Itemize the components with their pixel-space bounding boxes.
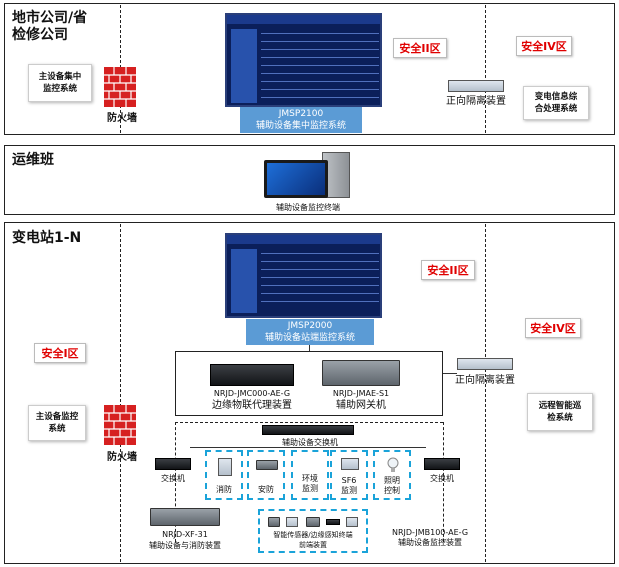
top-platform-screenshot [225, 13, 382, 107]
bottom-zone-ii-label: 安全II区 [421, 260, 475, 280]
right-switch-icon [424, 458, 460, 470]
sensors-box: 智能传感器/边缘感知终端 前端装置 [258, 509, 368, 553]
fire-alarm-host-icon [150, 508, 220, 526]
fire-alarm-host-name: 辅助设备与消防装置 [149, 541, 221, 550]
top-main-monitor-system: 主设备集中 监控系统 [28, 64, 92, 102]
top-zone-ii-label: 安全II区 [393, 38, 447, 58]
firewall-label-top: 防火墙 [107, 113, 137, 124]
gateway-to-isolation-link [443, 373, 457, 374]
aux-monitor-device-label: NRJD-JMB100-AE-G 辅助设备监控装置 [391, 528, 469, 547]
subsystem-sf6: SF6 监测 [330, 450, 368, 500]
lightbulb-icon [387, 457, 399, 472]
gateway-device-icon [322, 360, 400, 386]
platform-to-devices-link [309, 345, 310, 351]
aux-switch-label: 辅助设备交换机 [282, 438, 338, 447]
bottom-platform-screenshot [225, 233, 382, 318]
subsystem-env-label: 环境 监测 [302, 474, 318, 493]
bottom-isolation-device-label: 正向隔离装置 [455, 375, 515, 386]
left-switch-label: 交换机 [161, 474, 185, 483]
top-platform-caption: JMSP2100 辅助设备集中监控系统 [240, 107, 362, 133]
bottom-platform-caption: JMSP2000 辅助设备站端监控系统 [246, 319, 374, 345]
bottom-panel-title: 变电站1-N [12, 230, 82, 246]
top-info-system: 变电信息综 合处理系统 [523, 86, 589, 120]
bottom-main-monitor-system: 主设备监控 系统 [28, 405, 86, 441]
left-switch-icon [155, 458, 191, 470]
subsystem-fire: 消防 [205, 450, 243, 500]
switch-bus [190, 447, 426, 448]
bottom-zone-i-label: 安全I区 [34, 343, 86, 363]
sensors-label: 智能传感器/边缘感知终端 前端装置 [273, 531, 353, 549]
top-panel-title: 地市公司/省 检修公司 [12, 10, 88, 43]
bottom-platform-name: 辅助设备站端监控系统 [264, 333, 355, 343]
top-platform-code: JMSP2100 [278, 109, 324, 119]
subsystem-light: 照明 控制 [373, 450, 411, 500]
subsystem-env: 环境 监测 [291, 450, 329, 500]
right-switch-label: 交换机 [430, 474, 454, 483]
firewall-label-bottom: 防火墙 [107, 452, 137, 463]
subsystem-light-label: 照明 控制 [384, 476, 400, 495]
gateway-model: NRJD-JMAE-S1 [332, 389, 390, 398]
bottom-platform-code: JMSP2000 [287, 321, 333, 331]
subsystem-fire-label: 消防 [216, 485, 232, 494]
iot-proxy-name: 边缘物联代理装置 [212, 400, 292, 411]
bottom-zone-divider-right [485, 224, 486, 562]
bottom-isolation-device-icon [457, 358, 513, 370]
bottom-zone-iv-label: 安全IV区 [525, 318, 581, 338]
top-platform-name: 辅助设备集中监控系统 [255, 121, 346, 131]
top-zone-divider-right [485, 5, 486, 133]
bottom-remote-inspection: 远程智能巡 检系统 [527, 393, 593, 431]
bottom-zone-divider-left [120, 224, 121, 562]
top-isolation-device-label: 正向隔离装置 [446, 96, 506, 107]
workstation-label: 辅助设备监控终端 [276, 203, 340, 212]
iot-proxy-device-icon [210, 364, 294, 386]
network-bus-top [175, 422, 443, 423]
subsystem-security-label: 安防 [258, 485, 274, 494]
aux-switch-icon [262, 425, 354, 435]
subsystem-sf6-label: SF6 监测 [341, 476, 357, 495]
subsystem-security: 安防 [247, 450, 285, 500]
network-bus-right [443, 422, 444, 542]
gateway-name: 辅助网关机 [336, 400, 386, 411]
workstation-monitor-icon [264, 160, 328, 198]
top-zone-iv-label: 安全IV区 [516, 36, 572, 56]
middle-panel-title: 运维班 [12, 152, 54, 168]
fire-alarm-host-model: NRJD-XF-31 [162, 530, 208, 539]
top-isolation-device-icon [448, 80, 504, 92]
firewall-icon-bottom [104, 405, 136, 445]
iot-proxy-model: NRJD-JMC000-AE-G [213, 389, 291, 398]
network-bus-left [175, 422, 176, 542]
firewall-icon-top [104, 67, 136, 107]
